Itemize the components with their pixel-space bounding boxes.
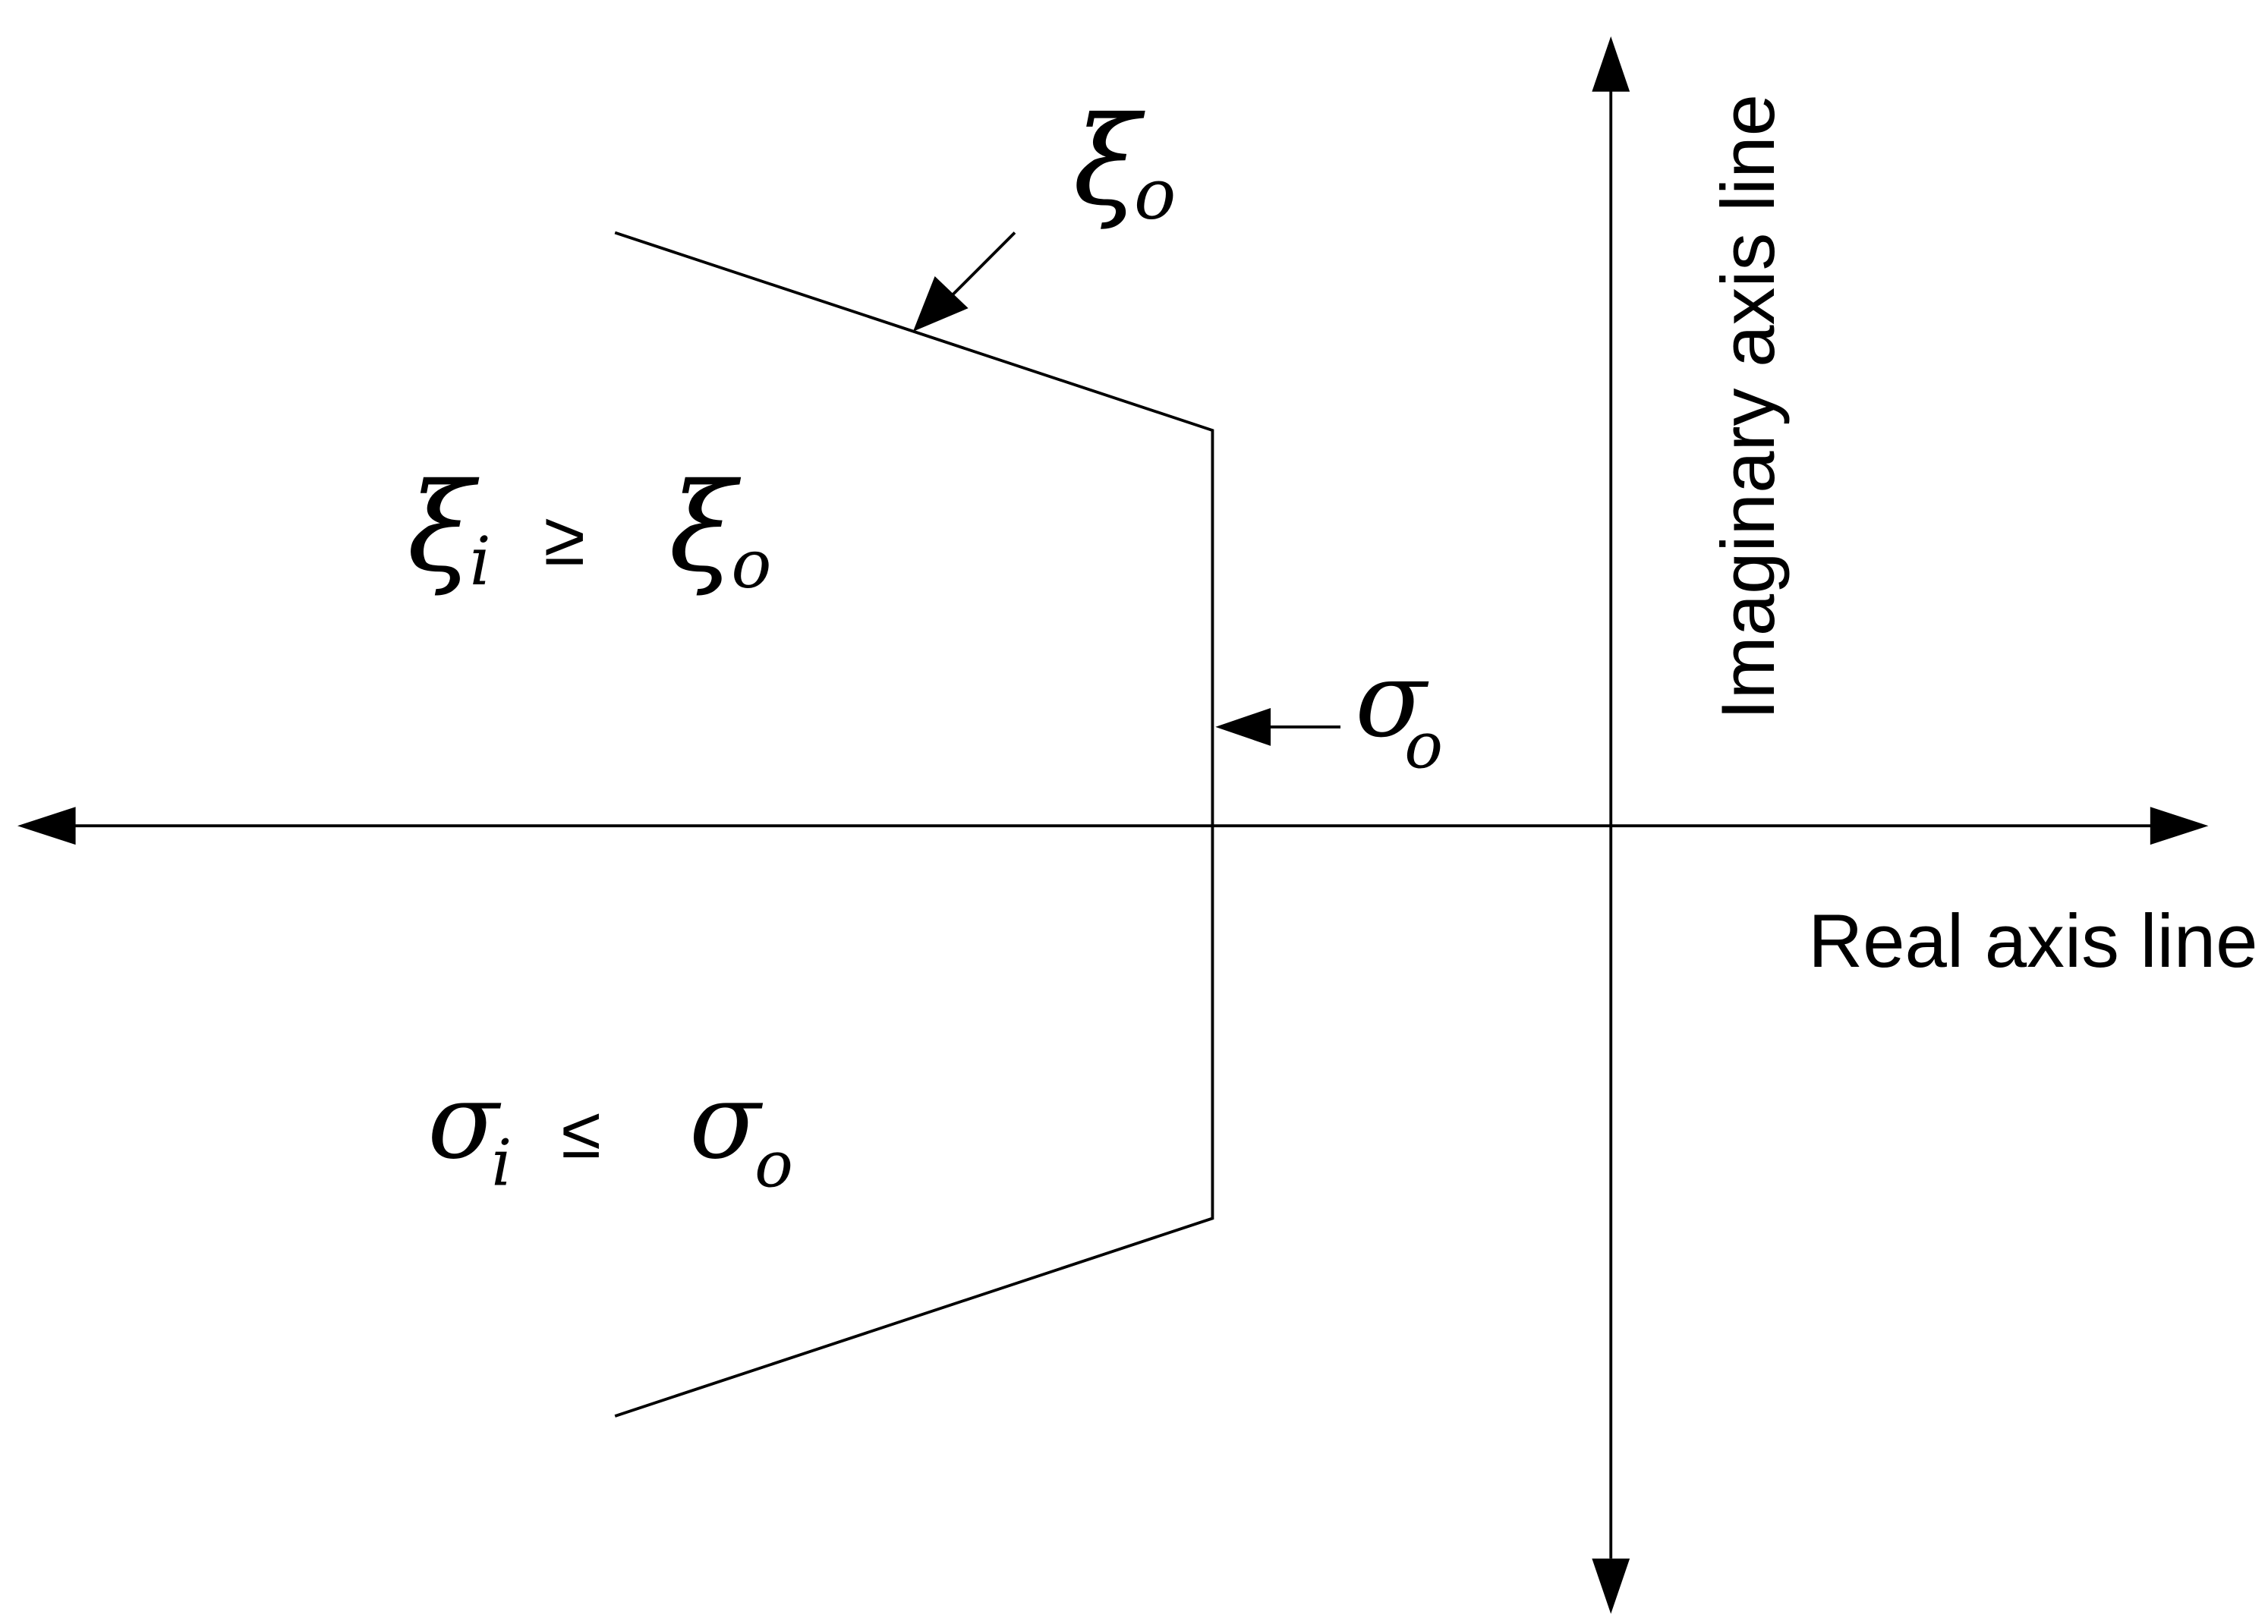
xi-symbol: ξ — [407, 457, 480, 599]
imaginary-axis-label: Imaginary axis line — [1706, 94, 1791, 720]
xi-pointer-arrow — [912, 276, 969, 332]
real-axis-label: Real axis line — [1808, 899, 2257, 984]
subscript-o: o — [1404, 709, 1443, 783]
subscript-i: i — [470, 522, 491, 600]
sigma-inequality: σ i ≤ σ o — [427, 1060, 793, 1201]
xi-o-label: ξ o — [1073, 90, 1177, 234]
damping-inequality: ξ i ≥ ξ o — [407, 457, 771, 603]
sigma-symbol: σ — [689, 1060, 764, 1182]
subscript-o: o — [731, 525, 771, 603]
imaginary-axis-top-arrow — [1592, 36, 1630, 92]
real-axis-left-arrow — [17, 807, 76, 845]
imaginary-axis-bottom-arrow — [1592, 1558, 1630, 1614]
subscript-i: i — [491, 1125, 512, 1200]
sigma-symbol: σ — [1355, 638, 1429, 760]
real-axis-right-arrow — [2150, 807, 2209, 845]
greater-equal-sign: ≥ — [543, 496, 585, 581]
sigma-o-label: σ o — [1355, 638, 1443, 782]
xi-pointer-line — [951, 231, 1016, 297]
sigma-symbol: σ — [427, 1060, 502, 1182]
less-equal-sign: ≤ — [561, 1092, 601, 1173]
subscript-o: o — [1134, 153, 1176, 234]
xi-symbol: ξ — [669, 457, 742, 599]
sigma-pointer-arrow — [1215, 708, 1271, 746]
subscript-o: o — [754, 1127, 793, 1201]
region-boundary — [614, 231, 1214, 1418]
xi-symbol: ξ — [1073, 90, 1146, 232]
